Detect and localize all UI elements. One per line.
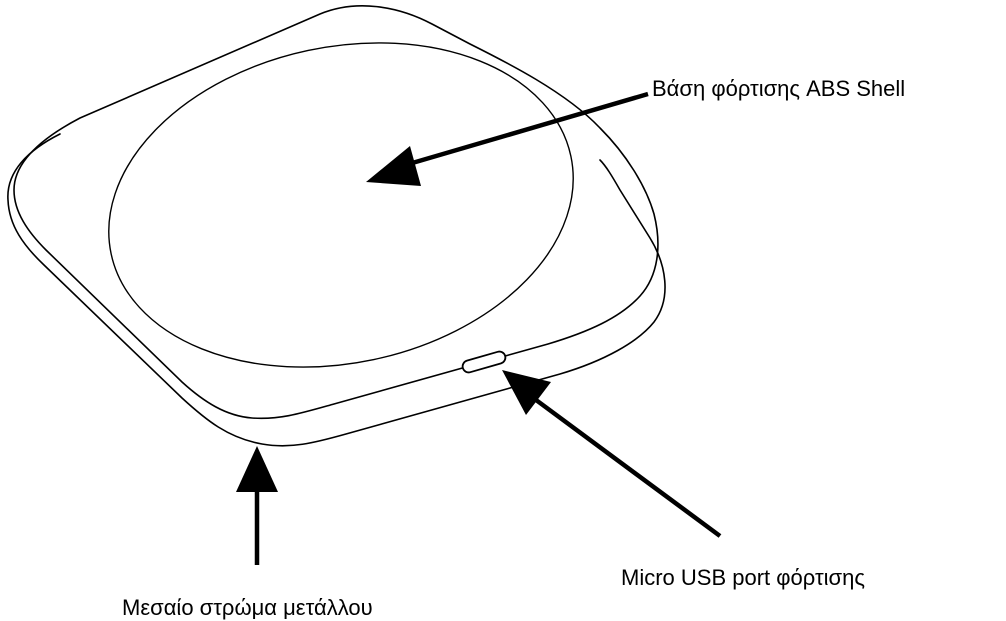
label-metal-layer: Μεσαίο στρώμα μετάλλου [122,595,373,620]
arrow-metal [236,446,278,565]
arrow-shell-shaft [401,91,649,169]
arrow-usb-shaft [530,395,722,538]
arrow-shell-head [366,146,421,186]
charging-pad [7,5,666,447]
arrow-shell [366,91,649,186]
label-abs-shell: Βάση φόρτισης ABS Shell [652,76,906,101]
pad-top-edge [13,5,659,420]
arrow-metal-head [236,446,278,492]
pad-bottom-edge [7,133,666,447]
label-micro-usb-port: Micro USB port φόρτισης [621,565,865,590]
arrow-usb [502,370,722,538]
arrow-usb-head [502,370,551,415]
micro-usb-port [461,350,507,374]
charging-circle [108,42,574,368]
